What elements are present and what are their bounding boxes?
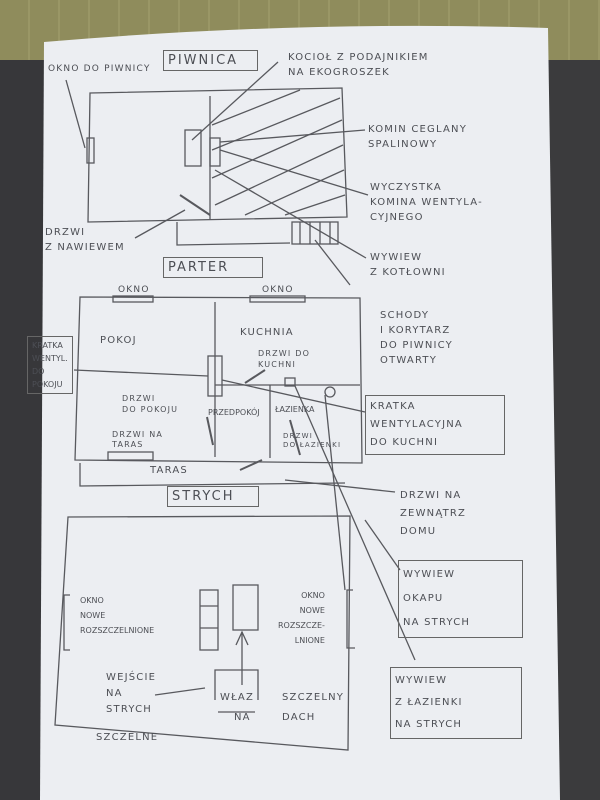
label-bathroom: ŁAZIENKA (275, 405, 315, 414)
attic-plan (54, 515, 401, 751)
label-door-with-vent: DRZWI Z NAWIEWEM (45, 227, 125, 253)
ground-floor-plan (73, 295, 416, 661)
label-sealed-roof: SZCZELNY DACH (282, 692, 345, 723)
label-boiler-room-exhaust: WYWIEW Z KOTŁOWNI (370, 252, 446, 278)
label-brick-chimney: KOMIN CEGLANY SPALINOWY (368, 124, 467, 150)
chimney-shape (209, 137, 221, 167)
label-bathroom-door: DRZWI DO ŁAZIENKI (283, 432, 342, 449)
label-sealed: SZCZELNE (96, 732, 159, 743)
vent-grille-shape (284, 377, 296, 387)
label-basement-window: OKNO DO PIWNICY (48, 64, 151, 74)
label-hatch: WŁAZ (220, 692, 254, 703)
label-outside-door: DRZWI NA ZEWNĄTRZ DOMU (400, 490, 467, 537)
label-window-right: OKNO (262, 285, 294, 295)
label-attic-window-right: OKNO NOWE ROZSZCZE- LNIONE (278, 591, 325, 645)
label-kitchen: KUCHNIA (240, 327, 294, 338)
label-chimney-cleanout: WYCZYSTKA KOMINA WENTYLA- CYJNEGO (370, 182, 483, 223)
label-boiler: KOCIOŁ Z PODAJNIKIEM NA EKOGROSZEK (288, 52, 429, 78)
paper (40, 25, 560, 800)
label-kitchen-door: DRZWI DO KUCHNI (258, 349, 311, 369)
boiler-shape (184, 129, 202, 167)
stairs-shape (291, 221, 339, 245)
label-terrace-door: DRZWI NA TARAS (112, 430, 164, 449)
vent-grille-circle (324, 386, 336, 398)
basement-window-shape (86, 137, 95, 164)
label-hatch-on: NA (234, 712, 251, 723)
basement-plan (65, 61, 369, 286)
label-attic-window-left: OKNO NOWE ROZSZCZELNIONE (80, 596, 155, 635)
label-kitchen-vent-grille: KRATKA WENTYLACYJNA DO KUCHNI (365, 395, 505, 455)
label-bathroom-exhaust: WYWIEW Z ŁAZIENKI NA STRYCH (390, 667, 522, 739)
section-title-basement: PIWNICA (163, 50, 258, 71)
label-hallway: PRZEDPOKÓJ (208, 408, 260, 417)
section-title-attic: STRYCH (167, 486, 259, 507)
label-room-vent-grille: KRATKA WENTYL. DO POKOJU (27, 336, 73, 394)
label-room: POKOJ (100, 335, 137, 346)
label-window-left: OKNO (118, 285, 150, 295)
label-attic-entrance: WEJŚCIE NA STRYCH (106, 672, 157, 715)
label-hood-exhaust: WYWIEW OKAPU NA STRYCH (398, 560, 523, 638)
section-title-ground-floor: PARTER (163, 257, 263, 278)
label-room-door: DRZWI DO POKOJU (122, 394, 179, 414)
label-terrace: TARAS (150, 465, 188, 476)
label-stairs: SCHODY I KORYTARZ DO PIWNICY OTWARTY (380, 310, 453, 366)
